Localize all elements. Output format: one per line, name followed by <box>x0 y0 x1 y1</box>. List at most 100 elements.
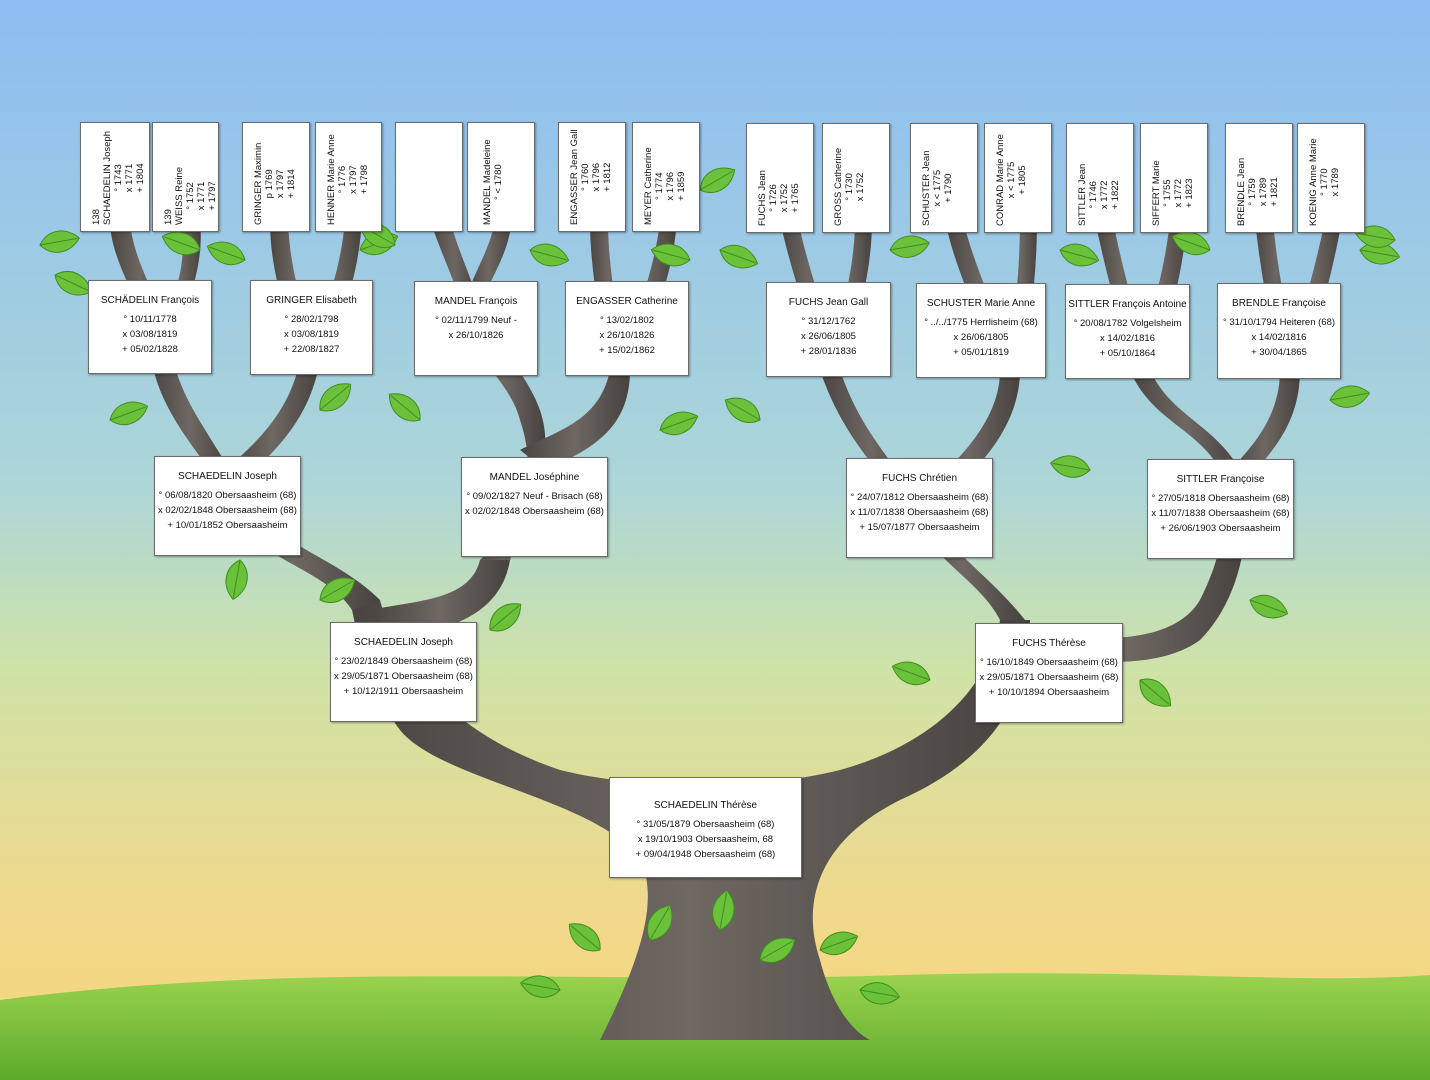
gen5-box[interactable]: SIFFERT Marie ° 1755 x 1772 + 1823 <box>1140 123 1208 233</box>
person-detail: ° 27/05/1818 Obersaasheim (68) <box>1151 493 1290 504</box>
person-detail: x 29/05/1871 Obersaasheim (68) <box>334 671 473 682</box>
great-grandparent-box[interactable]: FUCHS Jean Gall ° 31/12/1762 x 26/06/180… <box>766 282 891 377</box>
gen5-line: x 1772 <box>1099 180 1110 210</box>
gen5-box[interactable]: SCHUSTER Jean x < 1775 + 1790 <box>910 123 978 233</box>
person-detail: x 03/08/1819 <box>122 329 178 340</box>
gen5-line: + 1822 <box>1110 180 1121 210</box>
gen5-line: + 1823 <box>1184 178 1195 208</box>
gen5-box[interactable]: 138 SCHAEDELIN Joseph ° 1743 x 1771 + 18… <box>80 122 150 232</box>
great-grandparent-box[interactable]: MANDEL François ° 02/11/1799 Neuf - x 26… <box>414 281 538 376</box>
gen5-box[interactable]: MANDEL Madeleine ° < 1780 <box>467 122 535 232</box>
gen5-box[interactable]: CONRAD Marie Anne x < 1775 + 1805 <box>984 123 1052 233</box>
gen5-line: ° 1746 <box>1088 181 1099 209</box>
person-name: MANDEL François <box>434 296 518 307</box>
person-detail: ° 31/12/1762 <box>801 316 856 327</box>
gen5-line: x 1772 <box>1173 178 1184 208</box>
gen5-box[interactable]: SITTLER Jean ° 1746 x 1772 + 1822 <box>1066 123 1134 233</box>
person-name: ENGASSER Catherine <box>576 296 678 307</box>
gen5-line: ° 1774 <box>654 172 665 200</box>
gen5-line: + 1814 <box>286 169 297 199</box>
person-detail: x 02/02/1848 Obersaasheim (68) <box>465 506 604 517</box>
gen5-box[interactable]: ENGASSER Jean Gall ° 1760 x 1796 + 1812 <box>558 122 626 232</box>
gen5-line: ° 1755 <box>1162 179 1173 207</box>
gen5-line: x 1752 <box>779 183 790 213</box>
person-detail: ° 24/07/1812 Obersaasheim (68) <box>850 492 989 503</box>
gen5-line: + 1805 <box>1017 165 1028 195</box>
grandparent-box[interactable]: FUCHS Chrétien ° 24/07/1812 Obersaasheim… <box>846 458 993 558</box>
person-detail: x 26/06/1805 <box>953 332 1009 343</box>
person-detail: ° 16/10/1849 Obersaasheim (68) <box>980 657 1118 668</box>
great-grandparent-box[interactable]: SCHÄDELIN François ° 10/11/1778 x 03/08/… <box>88 280 212 374</box>
parent-box[interactable]: FUCHS Thérèse ° 16/10/1849 Obersaasheim … <box>975 623 1123 723</box>
gen5-line: + 1790 <box>943 173 954 203</box>
gen5-num: 139 <box>163 209 174 225</box>
gen5-line: ° 1730 <box>844 173 855 201</box>
great-grandparent-box[interactable]: SITTLER François Antoine ° 20/08/1782 Vo… <box>1065 284 1190 379</box>
person-detail: + 26/06/1903 Obersaasheim <box>1160 523 1281 534</box>
grandparent-box[interactable]: MANDEL Joséphine ° 09/02/1827 Neuf - Bri… <box>461 457 608 557</box>
person-detail: + 28/01/1836 <box>800 346 857 357</box>
person-name: FUCHS Thérèse <box>1012 638 1086 649</box>
gen5-line: + 1804 <box>135 163 146 193</box>
person-detail: x 11/07/1838 Obersaasheim (68) <box>1151 508 1290 519</box>
person-name: FUCHS Chrétien <box>881 473 958 484</box>
gen5-box[interactable]: KOENIG Anne Marie ° 1770 x 1789 <box>1297 123 1365 233</box>
great-grandparent-box[interactable]: ENGASSER Catherine ° 13/02/1802 x 26/10/… <box>565 281 689 376</box>
gen5-box[interactable]: 139 WEISS Reine ° 1752 x 1771 + 1797 <box>152 122 219 232</box>
gen5-line: ° < 1780 <box>493 164 504 201</box>
person-detail: + 15/02/1862 <box>599 345 655 356</box>
gen5-name: MEYER Catherine <box>643 147 654 225</box>
gen5-line: x < 1775 <box>932 169 943 207</box>
gen5-num: 138 <box>91 209 102 225</box>
person-detail: + 05/02/1828 <box>122 344 178 355</box>
gen5-line: + 1765 <box>790 183 801 213</box>
person-detail: x 26/10/1826 <box>599 330 655 341</box>
person-name: BRENDLE Françoise <box>1232 298 1326 309</box>
gen5-line: + 1797 <box>207 181 218 211</box>
gen5-name: BRENDLE Jean <box>1236 157 1247 226</box>
gen5-name: SITTLER Jean <box>1077 163 1088 226</box>
gen5-line: + 1859 <box>676 171 687 201</box>
person-detail: + 22/08/1827 <box>283 344 340 355</box>
grandparent-box[interactable]: SITTLER Françoise ° 27/05/1818 Obersaash… <box>1147 459 1294 559</box>
gen5-line: ° 1726 <box>768 184 779 212</box>
person-detail: + 30/04/1865 <box>1251 347 1307 358</box>
person-detail: x 03/08/1819 <box>284 329 339 340</box>
great-grandparent-box[interactable]: GRINGER Elisabeth ° 28/02/1798 x 03/08/1… <box>250 280 373 375</box>
gen5-box[interactable]: BRENDLE Jean ° 1759 x 1789 + 1821 <box>1225 123 1293 233</box>
gen5-box[interactable]: MEYER Catherine ° 1774 x 1796 + 1859 <box>632 122 700 232</box>
person-detail: x 14/02/1816 <box>1100 333 1155 344</box>
person-detail: ° 02/11/1799 Neuf - <box>435 315 517 326</box>
gen5-box[interactable]: GROSS Catherine ° 1730 x 1752 <box>822 123 890 233</box>
gen5-name: ENGASSER Jean Gall <box>569 129 580 225</box>
person-detail: + 10/10/1894 Obersaasheim <box>988 687 1110 698</box>
person-detail: x 11/07/1838 Obersaasheim (68) <box>850 507 989 518</box>
gen5-box[interactable]: HENNER Marie Anne ° 1776 x 1797 + 1798 <box>315 122 382 232</box>
gen5-line: ° 1743 <box>113 164 124 192</box>
parent-box[interactable]: SCHAEDELIN Joseph ° 23/02/1849 Obersaash… <box>330 622 477 722</box>
person-name: SITTLER Françoise <box>1176 474 1265 485</box>
gen5-name: CONRAD Marie Anne <box>995 134 1006 226</box>
person-detail: + 05/10/1864 <box>1099 348 1156 359</box>
grandparent-box[interactable]: SCHAEDELIN Joseph ° 06/08/1820 Obersaash… <box>154 456 301 556</box>
root-person-box[interactable]: SCHAEDELIN Thérèse ° 31/05/1879 Obersaas… <box>609 777 802 878</box>
person-detail: ° 10/11/1778 <box>123 314 177 325</box>
great-grandparent-box[interactable]: SCHUSTER Marie Anne ° ../../1775 Herrlis… <box>916 283 1046 378</box>
gen5-line: ° 1759 <box>1247 178 1258 206</box>
great-grandparent-box[interactable]: BRENDLE Françoise ° 31/10/1794 Heiteren … <box>1217 283 1341 379</box>
gen5-box[interactable]: GRINGER Maximin p 1769 x 1797 + 1814 <box>242 122 310 232</box>
person-detail: ° 31/10/1794 Heiteren (68) <box>1222 317 1336 328</box>
gen5-name: WEISS Reine <box>174 166 185 225</box>
gen5-box-empty[interactable] <box>395 122 463 232</box>
person-name: FUCHS Jean Gall <box>788 297 869 308</box>
gen5-name: SCHAEDELIN Joseph <box>102 131 113 225</box>
person-name: SCHÄDELIN François <box>100 295 200 306</box>
person-detail: ° 13/02/1802 <box>600 315 654 326</box>
person-detail: x 02/02/1848 Obersaasheim (68) <box>158 505 297 516</box>
gen5-line: x 1797 <box>275 169 286 199</box>
gen5-name: KOENIG Anne Marie <box>1308 138 1319 226</box>
person-name: MANDEL Joséphine <box>489 472 580 483</box>
gen5-line: + 1821 <box>1269 177 1280 207</box>
gen5-line: ° 1752 <box>185 182 196 210</box>
gen5-box[interactable]: FUCHS Jean ° 1726 x 1752 + 1765 <box>746 123 814 233</box>
